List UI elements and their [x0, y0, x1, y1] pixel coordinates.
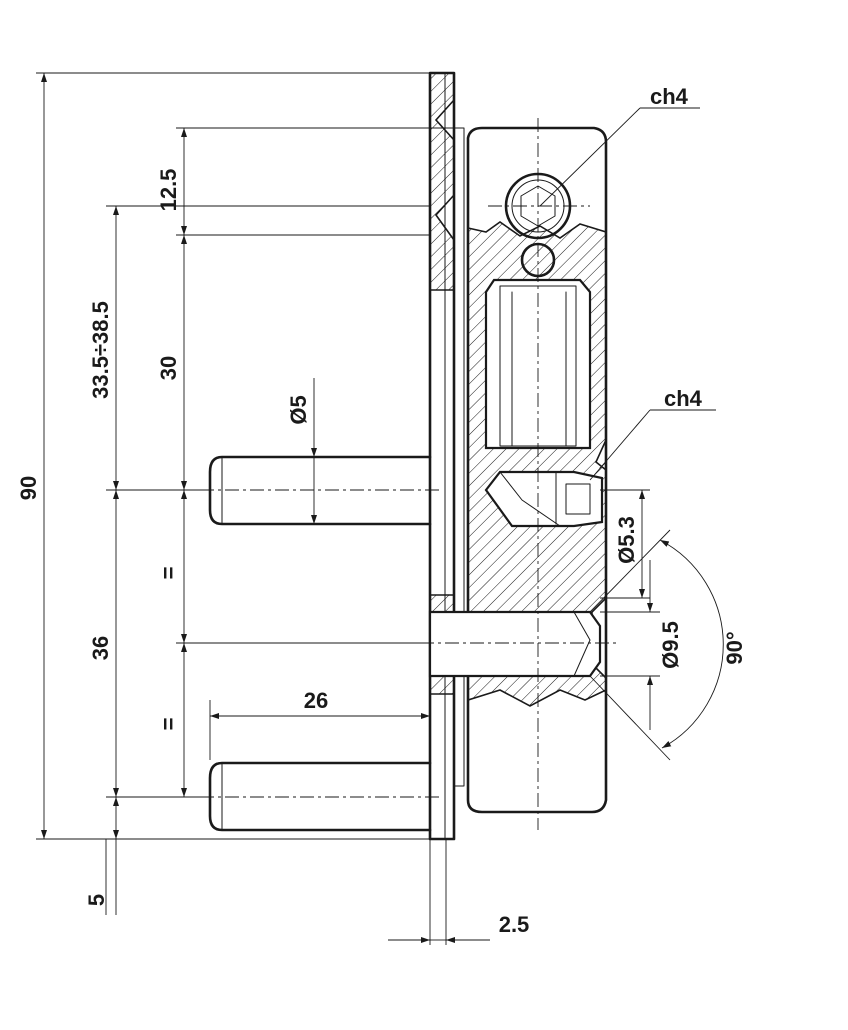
label-ch4-mid: ch4 — [664, 386, 703, 411]
label-33-5-38-5: 33.5÷38.5 — [88, 301, 113, 399]
spacer-plate — [453, 127, 465, 787]
label-2-5: 2.5 — [499, 912, 530, 937]
label-equal-upper: = — [156, 567, 181, 580]
label-5: 5 — [84, 894, 109, 906]
label-dia-9-5: Ø9.5 — [658, 621, 683, 669]
label-12-5: 12.5 — [156, 169, 181, 212]
label-26: 26 — [304, 688, 328, 713]
label-90-degrees: 90° — [722, 631, 747, 664]
label-dia-5-3: Ø5.3 — [614, 516, 639, 564]
lower-pin — [208, 761, 432, 832]
label-dia-5: Ø5 — [286, 395, 311, 424]
label-equal-lower: = — [156, 718, 181, 731]
centerlines — [200, 118, 620, 830]
label-30: 30 — [156, 356, 181, 380]
barrel-housing — [428, 126, 608, 814]
label-90: 90 — [16, 476, 41, 500]
upper-pin — [208, 455, 432, 526]
dimension-lines — [36, 72, 724, 945]
label-ch4-top: ch4 — [650, 84, 689, 109]
mounting-plate — [428, 71, 456, 841]
label-36: 36 — [88, 636, 113, 660]
